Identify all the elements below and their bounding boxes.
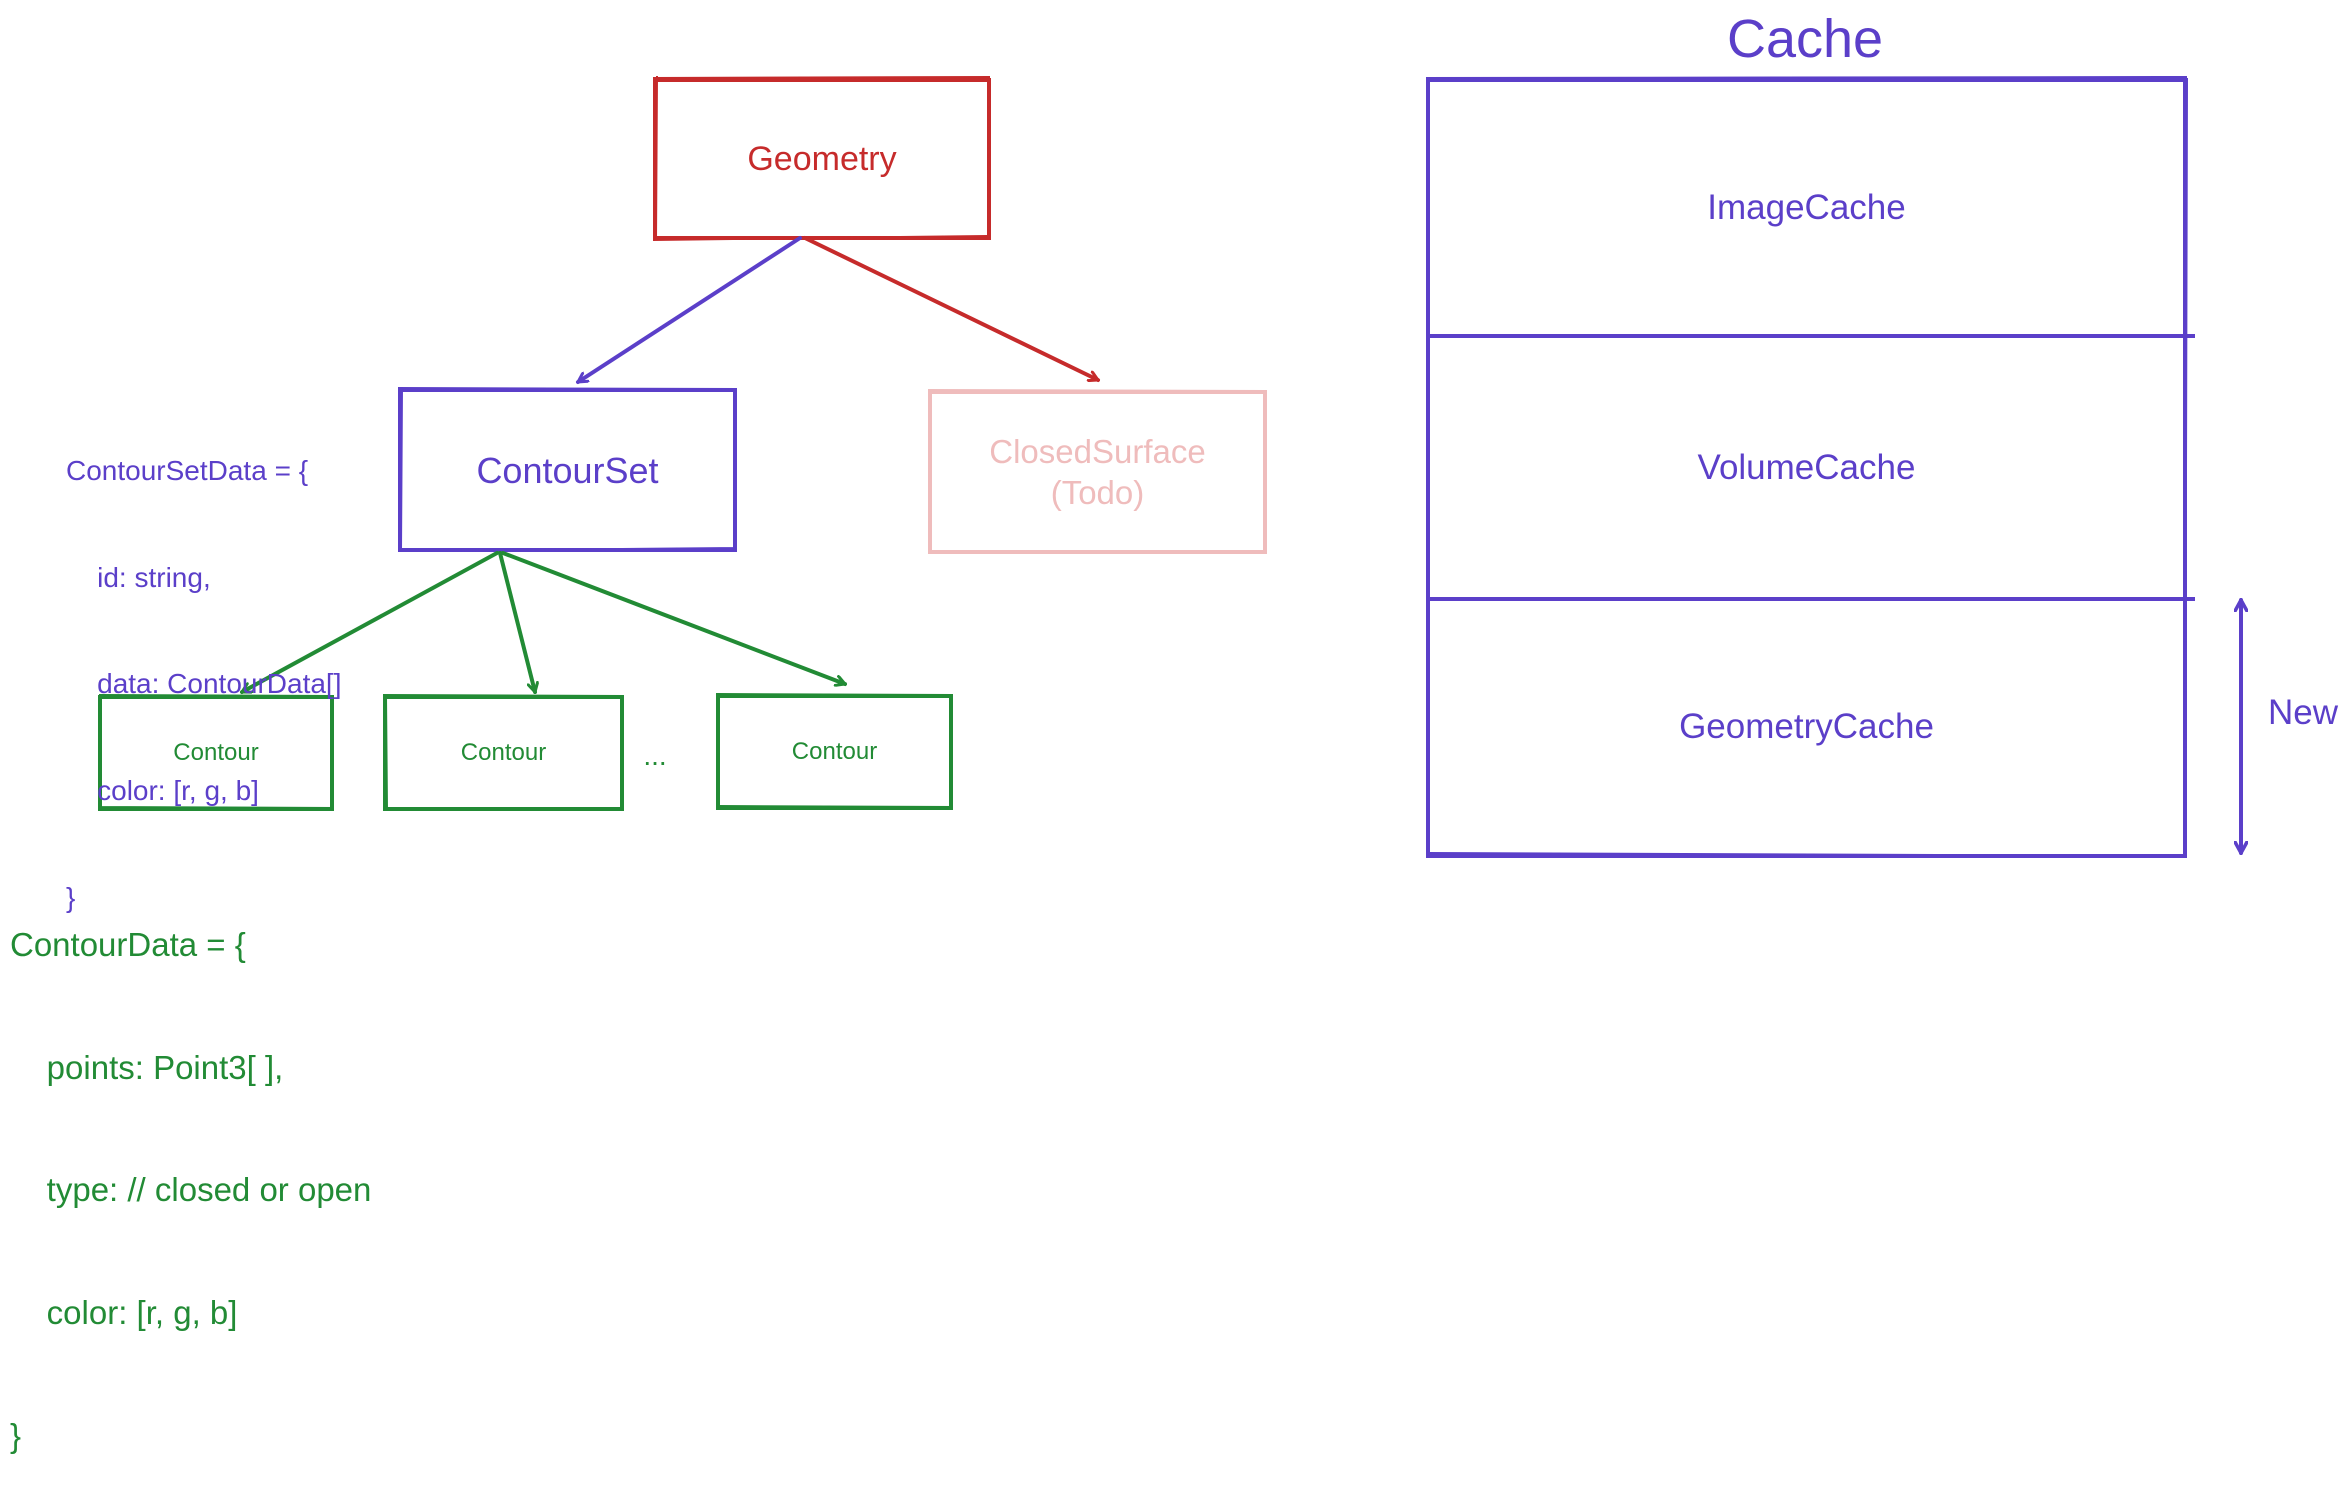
contour-box-1-outline xyxy=(98,694,335,811)
diagram-canvas xyxy=(98,75,2349,859)
contour-set-label: ContourSet xyxy=(476,449,659,491)
contour-label-3: Contour xyxy=(791,738,878,765)
closed-surface-node: ClosedSurface (Todo) xyxy=(930,392,1265,552)
contour-set-node: ContourSet xyxy=(400,390,735,550)
contour-set-data-code: ContourSetData = { id: string, data: Con… xyxy=(66,382,342,951)
geometry-cache-section: GeometryCache xyxy=(1428,599,2185,854)
arrow-contourset-to-contour-2 xyxy=(498,551,535,692)
code-line: color: [r, g, b] xyxy=(10,1293,238,1331)
code-line: type: // closed or open xyxy=(10,1171,372,1209)
image-cache-label: ImageCache xyxy=(1707,188,1906,228)
volume-cache-label: VolumeCache xyxy=(1697,447,1916,487)
arrow-geometry-to-closedsurface xyxy=(803,236,1098,380)
arrow-geometry-to-contourset xyxy=(578,236,802,384)
closed-surface-label: ClosedSurface (Todo) xyxy=(989,432,1206,511)
arrow-contourset-to-contour-3 xyxy=(501,551,845,684)
code-line: ContourData = { xyxy=(10,925,246,963)
contour-node-1: Contour xyxy=(100,697,332,809)
geometry-node: Geometry xyxy=(655,80,989,238)
new-label: New xyxy=(2267,692,2339,732)
code-line: points: Point3[ ], xyxy=(10,1048,284,1086)
code-line: ContourSetData = { xyxy=(66,455,309,487)
contour-data-code: ContourData = { points: Point3[ ], type:… xyxy=(10,843,371,1498)
geometry-box-outline xyxy=(652,75,991,241)
cache-stack-outline xyxy=(1425,76,2195,859)
code-line: color: [r, g, b] xyxy=(66,775,259,807)
arrow-contourset-to-contour-1 xyxy=(242,551,499,694)
contour-label-1: Contour xyxy=(173,739,259,766)
code-line: data: ContourData[] xyxy=(66,668,342,700)
contour-label-2: Contour xyxy=(460,739,547,766)
code-line: } xyxy=(66,881,76,913)
closed-surface-box-outline xyxy=(927,389,1267,555)
contour-node-2: Contour xyxy=(385,697,622,809)
contour-ellipsis: ... xyxy=(643,739,667,771)
geometry-label: Geometry xyxy=(747,139,897,178)
contour-set-box-outline xyxy=(397,386,738,553)
code-line: } xyxy=(10,1416,22,1454)
image-cache-section: ImageCache xyxy=(1428,80,2185,336)
contour-box-3-outline xyxy=(715,693,954,810)
code-line: id: string, xyxy=(66,561,211,593)
geometry-cache-label: GeometryCache xyxy=(1679,706,1934,746)
cache-title: Cache xyxy=(1726,9,1884,70)
contour-node-3: Contour xyxy=(718,696,951,808)
volume-cache-section: VolumeCache xyxy=(1428,336,2185,599)
contour-box-2-outline xyxy=(382,694,624,811)
